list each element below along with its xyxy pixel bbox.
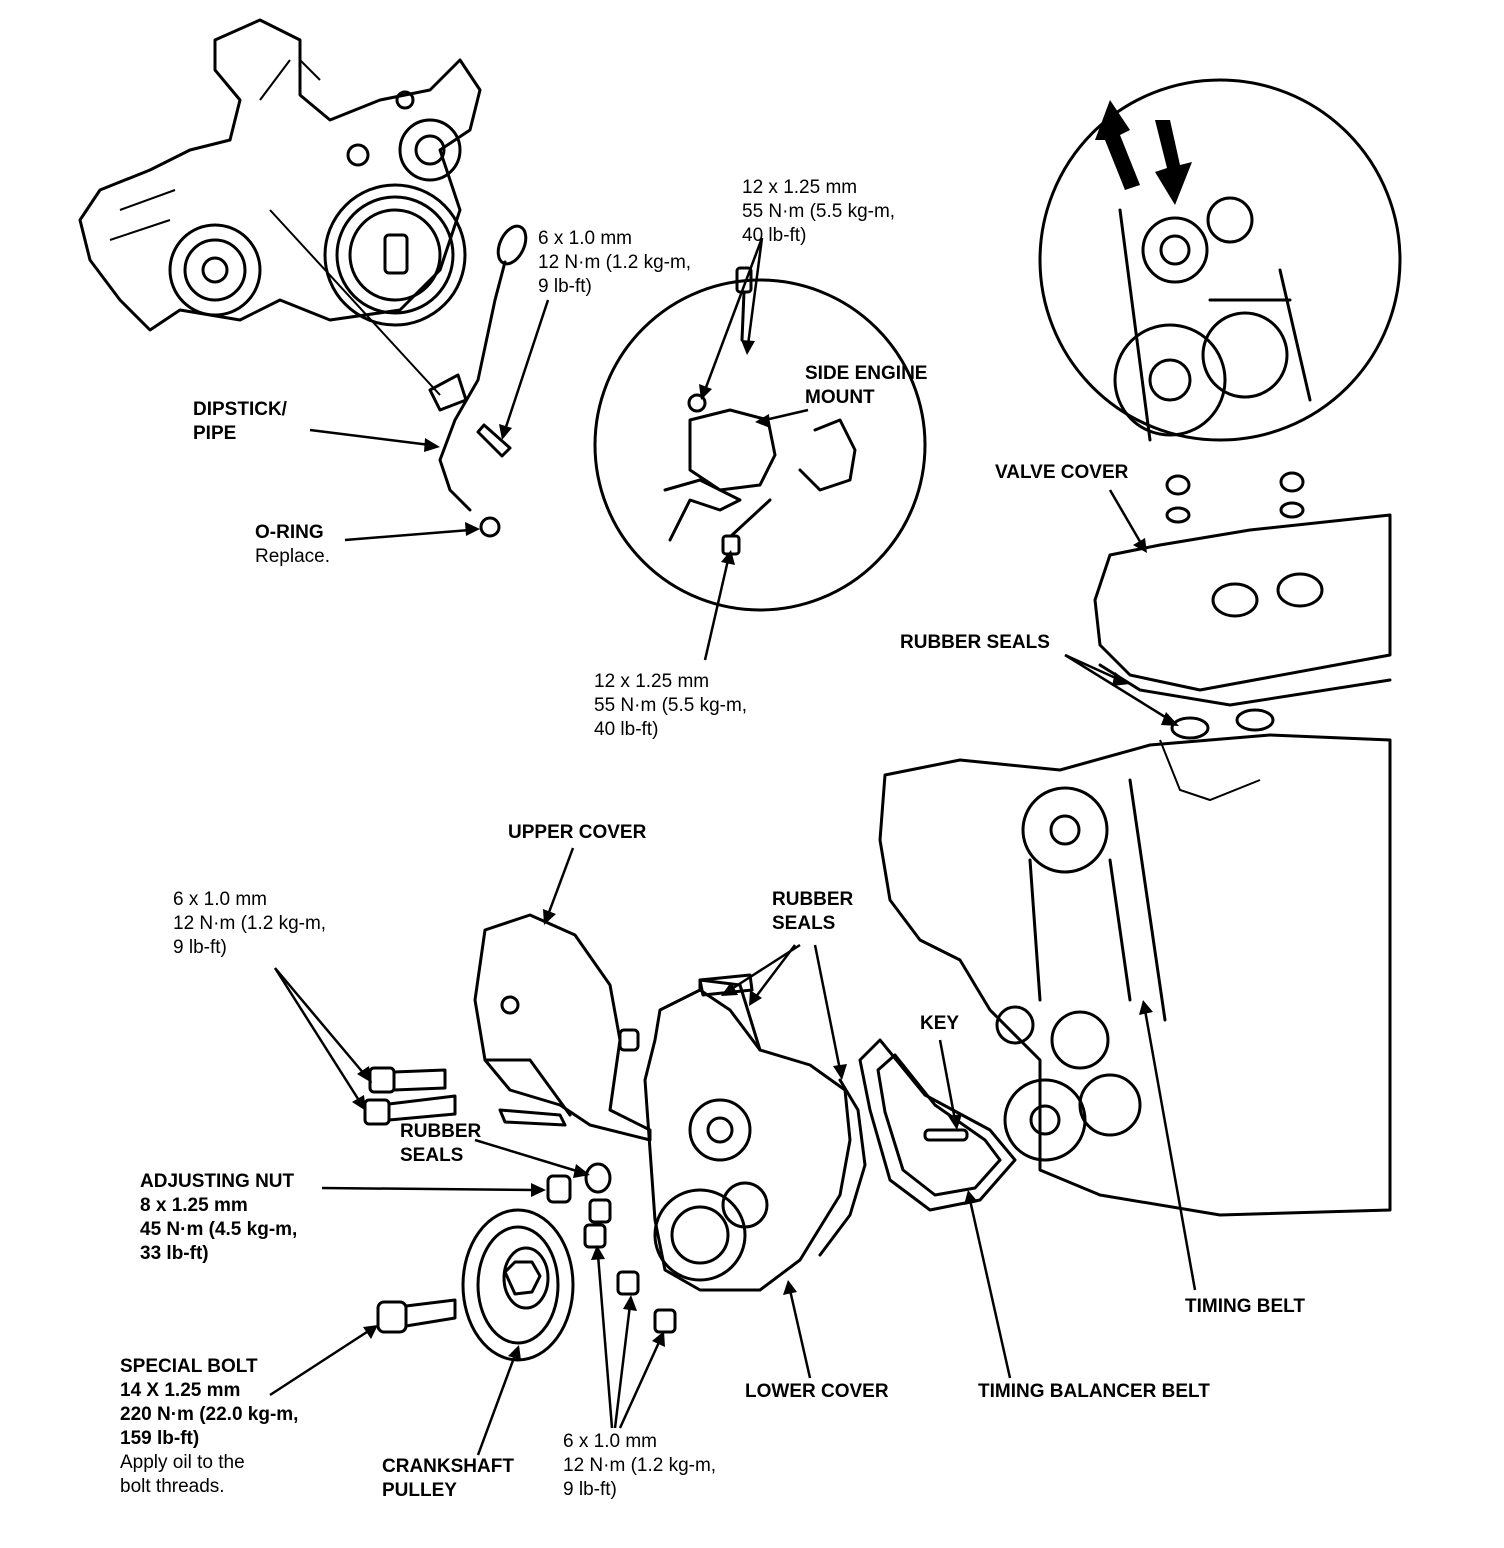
valve-cover-illustration <box>1093 471 1392 740</box>
rubber-seals-mid-label: RUBBER SEALS <box>772 889 854 934</box>
side-engine-mount-label: SIDE ENGINE MOUNT <box>805 363 928 408</box>
engine-top-left-illustration <box>78 18 482 332</box>
upper-cover-bolts-spec-label: 6 x 1.0 mm 12 N·m (1.2 kg-m, 9 lb-ft) <box>173 889 327 958</box>
belt-tensioner-detail-illustration <box>1038 78 1402 442</box>
mount-top-bolt-spec-label: 12 x 1.25 mm 55 N·m (5.5 kg-m, 40 lb-ft) <box>742 177 896 246</box>
dipstick-bolt-spec-label: 6 x 1.0 mm 12 N·m (1.2 kg-m, 9 lb-ft) <box>538 228 692 297</box>
special-bolt-label: SPECIAL BOLT 14 X 1.25 mm 220 N·m (22.0 … <box>120 1356 299 1497</box>
dipstick-pipe-label: DIPSTICK/ PIPE <box>193 399 287 444</box>
mount-bottom-bolt-spec-label: 12 x 1.25 mm 55 N·m (5.5 kg-m, 40 lb-ft) <box>594 671 748 740</box>
timing-balancer-belt-illustration <box>858 1038 1017 1212</box>
lower-cover-bolts-spec-label: 6 x 1.0 mm 12 N·m (1.2 kg-m, 9 lb-ft) <box>563 1431 717 1500</box>
side-engine-mount-detail-illustration <box>593 266 927 612</box>
timing-balancer-belt-label: TIMING BALANCER BELT <box>978 1381 1210 1402</box>
dipstick-pipe-illustration <box>269 209 528 538</box>
valve-cover-label: VALVE COVER <box>995 462 1129 483</box>
upper-cover-label: UPPER COVER <box>508 822 647 843</box>
engine-block-illustration <box>878 733 1392 1217</box>
crankshaft-pulley-illustration <box>461 1208 575 1362</box>
timing-belt-label: TIMING BELT <box>1185 1296 1305 1317</box>
upper-cover-illustration <box>473 913 652 1142</box>
lower-cover-label: LOWER COVER <box>745 1381 889 1402</box>
leader-lines <box>269 237 1197 1456</box>
crankshaft-pulley-label: CRANKSHAFT PULLEY <box>382 1456 514 1501</box>
key-label: KEY <box>920 1013 960 1034</box>
o-ring-label: O-RING Replace. <box>255 522 330 567</box>
rubber-seals-top-label: RUBBER SEALS <box>900 632 1050 653</box>
lower-cover-illustration <box>643 978 867 1292</box>
rubber-seals-left-label: RUBBER SEALS <box>400 1121 482 1166</box>
adjusting-nut-label: ADJUSTING NUT 8 x 1.25 mm 45 N·m (4.5 kg… <box>140 1171 298 1264</box>
